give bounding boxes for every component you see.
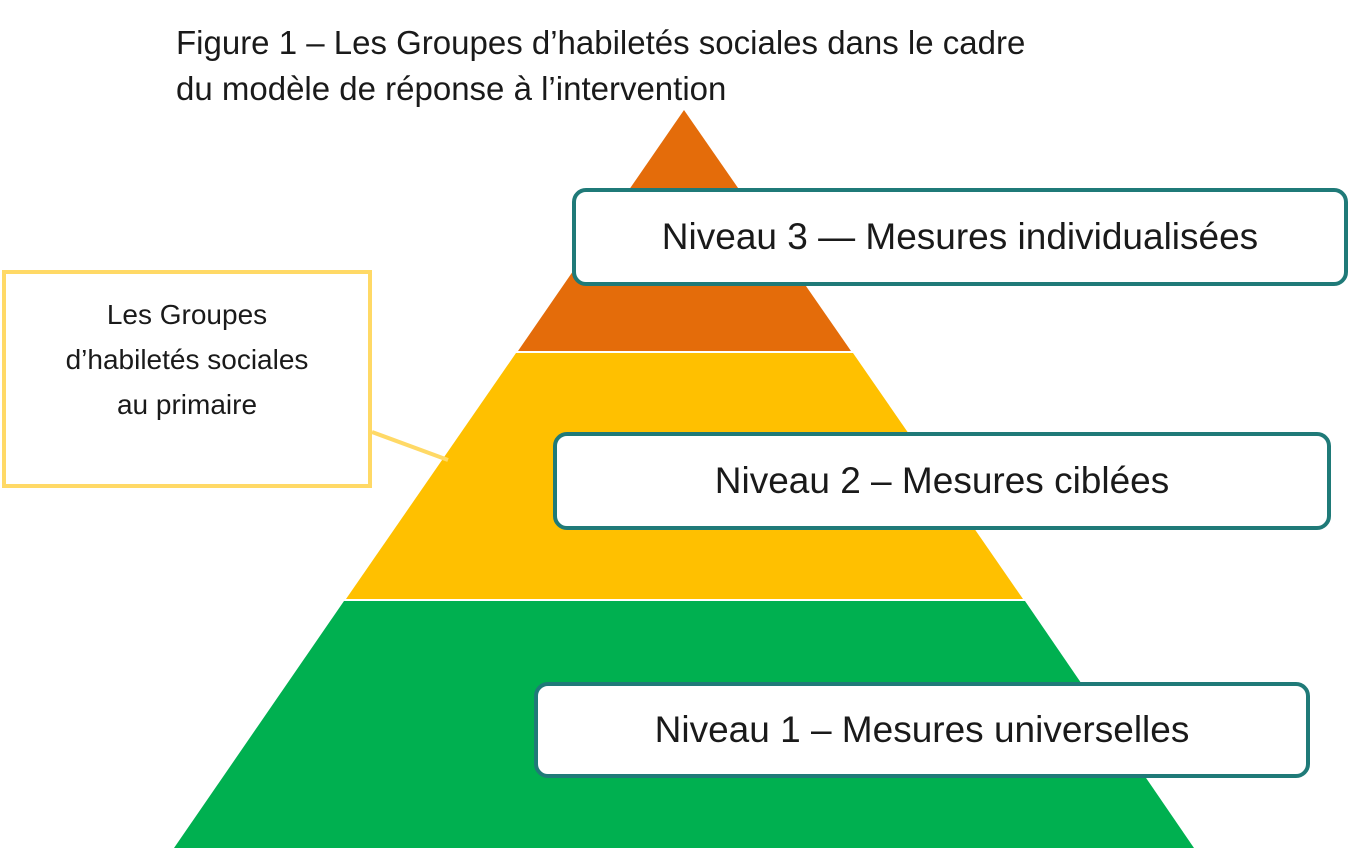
- callout-line-2: d’habiletés sociales: [65, 343, 309, 375]
- level-2-label: Niveau 2 – Mesures ciblées: [714, 460, 1170, 501]
- figure-title: Figure 1 – Les Groupes d’habiletés socia…: [176, 20, 1176, 112]
- level-3-label: Niveau 3 — Mesures individualisées: [661, 216, 1259, 257]
- level-1-label: Niveau 1 – Mesures universelles: [654, 709, 1190, 750]
- callout-line-1: Les Groupes: [106, 298, 268, 330]
- figure-title-line-2: du modèle de réponse à l’intervention: [176, 70, 727, 107]
- figure-title-line-1: Figure 1 – Les Groupes d’habiletés socia…: [176, 24, 1026, 61]
- callout-text: Les Groupes d’habiletés sociales au prim…: [66, 292, 309, 427]
- callout-connector-line: [371, 430, 449, 462]
- level-1-label-box: Niveau 1 – Mesures universelles: [534, 682, 1310, 778]
- level-3-label-box: Niveau 3 — Mesures individualisées: [572, 188, 1348, 286]
- level-2-label-box: Niveau 2 – Mesures ciblées: [553, 432, 1331, 530]
- callout-line-3: au primaire: [116, 388, 258, 420]
- callout-box: Les Groupes d’habiletés sociales au prim…: [2, 270, 372, 488]
